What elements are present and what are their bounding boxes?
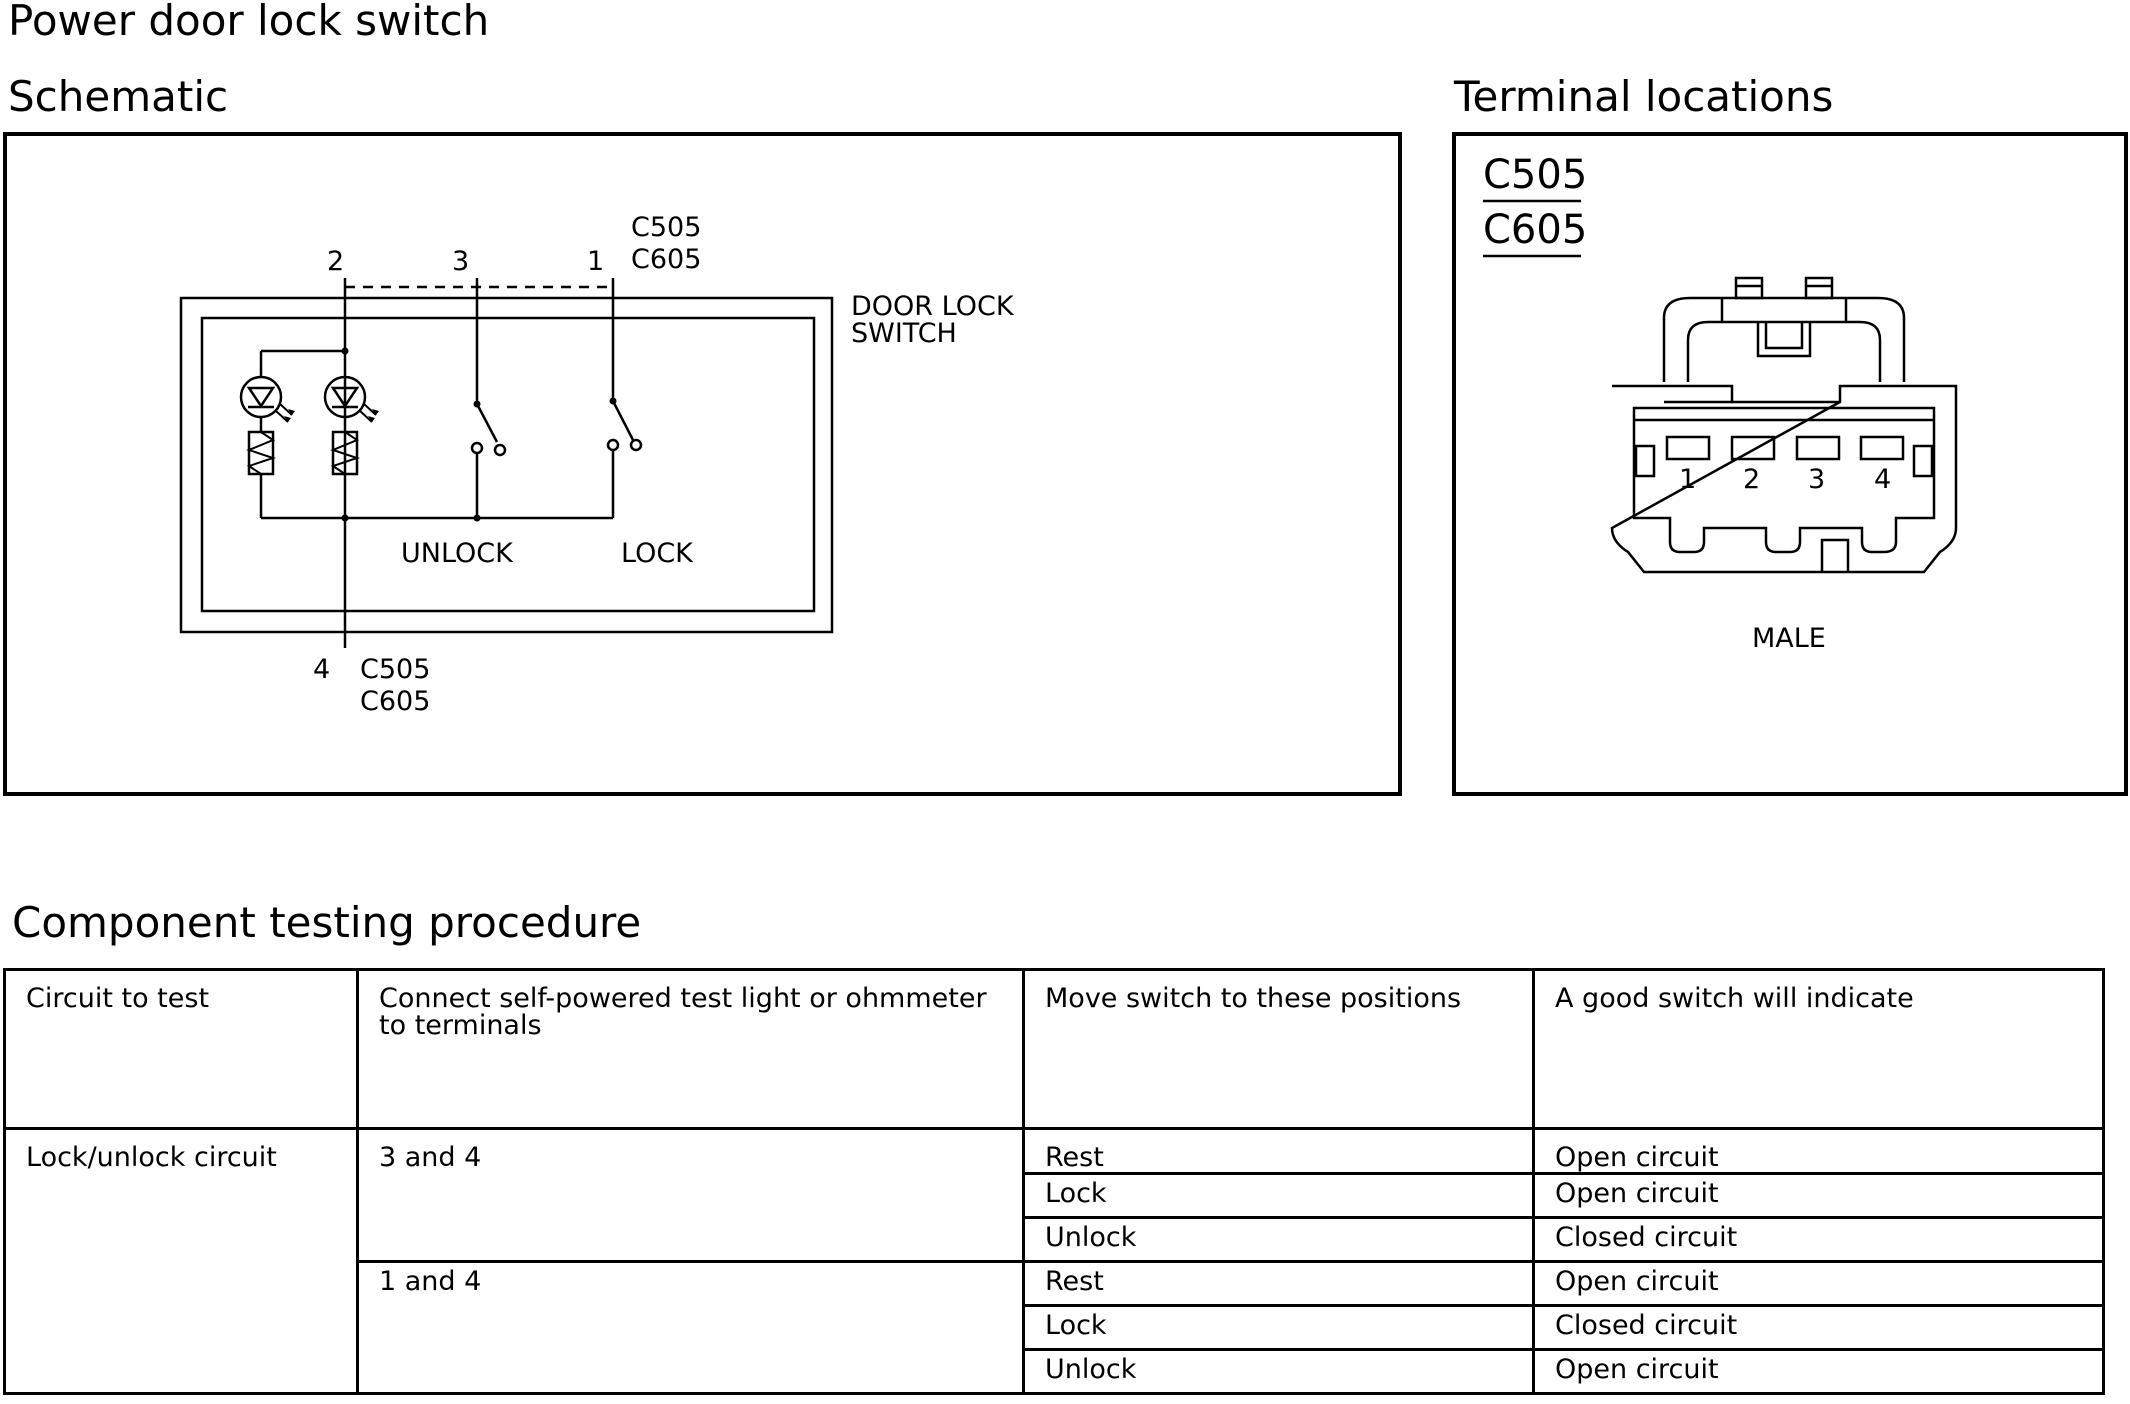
result-cell: Open circuit bbox=[1532, 1172, 2105, 1219]
position-cell: Rest bbox=[1022, 1127, 1535, 1175]
resistor-1-icon bbox=[246, 417, 277, 518]
column-header: Connect self-powered test light or ohmme… bbox=[356, 968, 1025, 1130]
result-cell: Closed circuit bbox=[1532, 1304, 2105, 1351]
resistor-2-icon bbox=[330, 430, 361, 476]
led-1-icon bbox=[239, 375, 295, 423]
schematic-frame bbox=[3, 132, 1402, 796]
unlock-label: UNLOCK bbox=[401, 538, 514, 569]
table-row: Lock Closed circuit bbox=[5, 1304, 2105, 1351]
terminals-cell: 1 and 4 bbox=[356, 1260, 1025, 1395]
bottom-connector-c505: C505 bbox=[360, 654, 430, 685]
schematic-heading: Schematic bbox=[8, 72, 229, 121]
result-cell: Open circuit bbox=[1532, 1260, 2105, 1307]
unlock-switch-icon bbox=[470, 400, 507, 457]
table-row: Lock Open circuit bbox=[5, 1172, 2105, 1219]
table-header-row: Circuit to test Connect self-powered tes… bbox=[3, 968, 2105, 1130]
terminals-cell: 3 and 4 bbox=[356, 1127, 1025, 1263]
switch-housing-inner bbox=[200, 316, 816, 613]
table-row: Lock/unlock circuit 3 and 4 Rest Open ci… bbox=[3, 1127, 2105, 1395]
column-header: A good switch will indicate bbox=[1532, 968, 2105, 1130]
procedure-heading: Component testing procedure bbox=[12, 898, 642, 947]
top-connector-c605: C605 bbox=[631, 244, 701, 275]
lock-switch-icon bbox=[606, 397, 643, 452]
connector-face-icon bbox=[1610, 276, 1958, 574]
terminal-locations-heading: Terminal locations bbox=[1454, 72, 1834, 121]
terminal-pin-4: 4 bbox=[1874, 464, 1891, 495]
pin-label-3: 3 bbox=[452, 246, 469, 277]
junction-top bbox=[341, 347, 349, 355]
table-row: Unlock Closed circuit bbox=[5, 1216, 2105, 1263]
led-2-icon bbox=[323, 375, 379, 423]
position-cell: Lock bbox=[1022, 1172, 1535, 1219]
procedure-table: Circuit to test Connect self-powered tes… bbox=[3, 968, 2105, 1395]
connector-gender-label: MALE bbox=[1752, 623, 1826, 654]
terminal-pin-1: 1 bbox=[1679, 464, 1696, 495]
component-label-line1: DOOR LOCK bbox=[851, 291, 1015, 322]
pin-label-4: 4 bbox=[313, 654, 330, 685]
top-connector-c505: C505 bbox=[631, 212, 701, 243]
junction-bottom-mid bbox=[473, 514, 481, 522]
result-cell: Open circuit bbox=[1532, 1127, 2105, 1175]
terminal-connector-c505: C505 bbox=[1483, 152, 1587, 198]
result-cell: Closed circuit bbox=[1532, 1216, 2105, 1263]
pin-label-2: 2 bbox=[327, 246, 344, 277]
table-row: 1 and 4 Rest Open circuit bbox=[5, 1260, 2105, 1395]
result-cell: Open circuit bbox=[1532, 1348, 2105, 1395]
terminal-connector-c605: C605 bbox=[1483, 207, 1587, 253]
circuit-cell: Lock/unlock circuit bbox=[3, 1127, 359, 1395]
column-header: Move switch to these positions bbox=[1022, 968, 1535, 1130]
position-cell: Lock bbox=[1022, 1304, 1535, 1351]
page-title: Power door lock switch bbox=[8, 0, 490, 45]
position-cell: Unlock bbox=[1022, 1216, 1535, 1263]
terminal-frame bbox=[1452, 132, 2128, 796]
position-cell: Rest bbox=[1022, 1260, 1535, 1307]
terminal-pin-2: 2 bbox=[1743, 464, 1760, 495]
component-label-line2: SWITCH bbox=[851, 318, 957, 349]
switch-housing-outer bbox=[179, 296, 834, 634]
position-cell: Unlock bbox=[1022, 1348, 1535, 1395]
junction-bottom-left bbox=[341, 514, 349, 522]
table-row: Unlock Open circuit bbox=[5, 1348, 2105, 1395]
pin-label-1: 1 bbox=[587, 246, 604, 277]
terminal-pin-3: 3 bbox=[1808, 464, 1825, 495]
column-header: Circuit to test bbox=[3, 968, 359, 1130]
bottom-connector-c605: C605 bbox=[360, 686, 430, 717]
lock-label: LOCK bbox=[621, 538, 694, 569]
